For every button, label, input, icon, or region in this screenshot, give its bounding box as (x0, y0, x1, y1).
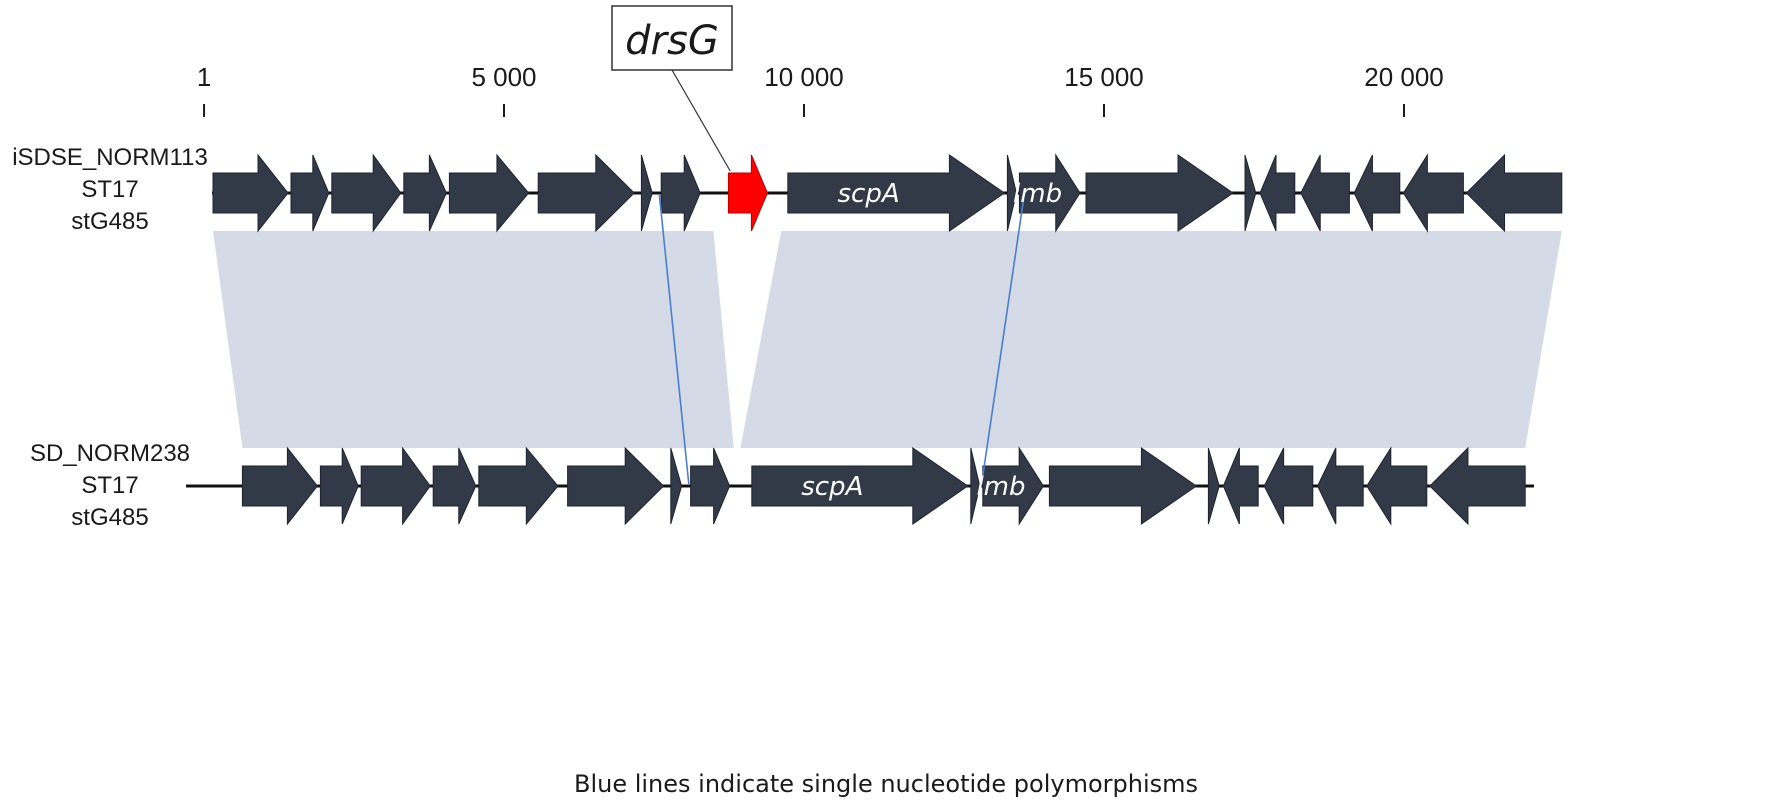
gene-arrow (448, 153, 530, 233)
gene-arrow (751, 447, 969, 525)
homology-band (213, 231, 734, 448)
ruler-tick-label: 20 000 (1364, 62, 1444, 92)
gene-arrow (970, 447, 981, 525)
gene-arrow-drsg (727, 154, 768, 232)
gene-label-lmb: lmb (976, 472, 1025, 502)
gene-arrow (478, 446, 559, 526)
gene-arrow (1244, 154, 1257, 232)
gene-label-scpA: scpA (801, 472, 863, 502)
drsg-callout: drsG (611, 5, 733, 172)
gene-arrow (290, 154, 330, 232)
gene-arrow (787, 154, 1006, 232)
gene-arrow (567, 446, 665, 526)
gene-arrow (1366, 446, 1428, 526)
gene-arrow (537, 153, 635, 233)
gene-arrow (982, 446, 1044, 526)
callout-label: drsG (625, 18, 719, 64)
gene-arrow (1259, 154, 1296, 232)
ruler-tick-label: 15 000 (1064, 62, 1144, 92)
gene-arrow (1402, 153, 1464, 233)
gene-arrow (331, 153, 402, 233)
figure-caption: Blue lines indicate single nucleotide po… (573, 770, 1198, 798)
gene-arrow (241, 446, 319, 526)
track-sequence-type: ST17 (81, 176, 139, 203)
gene-arrow (690, 447, 731, 525)
gene-label-scpA: scpA (838, 179, 900, 209)
gene-arrow (432, 447, 477, 525)
gene-arrow (1465, 153, 1563, 233)
gene-arrow (1207, 447, 1220, 525)
homology-regions (213, 231, 1562, 448)
ruler-tick-label: 10 000 (764, 62, 844, 92)
gene-label-lmb: lmb (1013, 179, 1062, 209)
snp-line (980, 194, 1025, 485)
gene-arrow (1085, 154, 1234, 232)
gene-arrow (1429, 446, 1526, 526)
track-name: SD_NORM238 (29, 440, 191, 467)
gene-arrow (640, 154, 653, 232)
gene-arrow (660, 154, 701, 232)
gene-labels: scpA lmb scpA lmb (801, 179, 1062, 502)
callout-leader (671, 69, 731, 172)
track-emm-type: stG485 (71, 504, 149, 531)
gene-arrow (319, 447, 359, 525)
gene-arrow (1006, 154, 1017, 232)
snp-lines (658, 194, 1025, 485)
gene-arrow (212, 153, 289, 233)
gene-arrows (212, 153, 1563, 526)
ruler-tick-label: 1 (197, 62, 211, 92)
snp-line (658, 194, 690, 485)
gene-arrow (1018, 153, 1081, 233)
gene-arrow (1317, 447, 1364, 525)
track-label-norm113: iSDSE_NORM113 ST17 stG485 (0, 142, 230, 238)
track-sequence-type: ST17 (81, 472, 139, 499)
gene-arrow (360, 446, 431, 526)
gene-arrow (1300, 154, 1350, 232)
track-emm-type: stG485 (71, 208, 149, 235)
gene-arrow (1222, 447, 1259, 525)
gene-arrow (403, 154, 447, 232)
ruler-tick-label: 5 000 (471, 62, 536, 92)
track-label-norm238: SD_NORM238 ST17 stG485 (0, 438, 230, 534)
gene-arrow (1048, 447, 1198, 525)
gene-arrow (670, 447, 683, 525)
gene-arrow (1353, 154, 1401, 232)
homology-band (740, 231, 1562, 448)
gene-arrow (1263, 447, 1314, 525)
track-name: iSDSE_NORM113 (12, 144, 208, 171)
callout-box (611, 5, 733, 71)
